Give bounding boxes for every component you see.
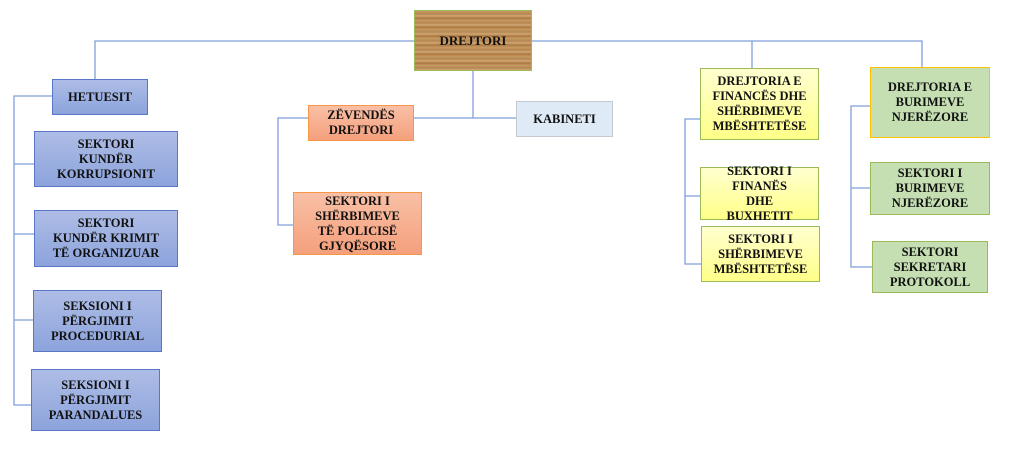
investigators-box: HETUESIT (52, 79, 148, 115)
root-director-box: DREJTORI (414, 10, 532, 71)
unit-box: SEKTORI KUNDËR KRIMIT TË ORGANIZUAR (34, 210, 178, 267)
deputy-connector (277, 117, 308, 226)
left-connector (13, 95, 52, 406)
hr-directorate-box: DREJTORIA E BURIMEVE NJERËZORE (870, 67, 990, 138)
unit-box: SEKTORI I FINANËS DHE BUXHETIT (700, 164, 819, 223)
unit-box: SEKTORI I SHËRBIMEVE MBËSHTETËSE (701, 226, 820, 282)
hr-connector (850, 105, 872, 268)
unit-box: SEKTORI KUNDËR KORRUPSIONIT (34, 131, 178, 187)
unit-box: SEKTORI I BURIMEVE NJERËZORE (870, 162, 990, 215)
finance-directorate-box: DREJTORIA E FINANCËS DHE SHËRBIMEVE MBËS… (700, 68, 819, 140)
cabinet-box: KABINETI (516, 101, 613, 137)
unit-box: SEKTORI SEKRETARI PROTOKOLL (872, 241, 988, 293)
center-connector (413, 70, 516, 119)
unit-box: SEKSIONI I PËRGJIMIT PARANDALUES (31, 369, 160, 431)
unit-box: SEKSIONI I PËRGJIMIT PROCEDURIAL (33, 290, 162, 352)
deputy-director-box: ZËVENDËS DREJTORI (308, 105, 414, 141)
unit-box: SEKTORI I SHËRBIMEVE TË POLICISË GJYQËSO… (293, 192, 422, 255)
